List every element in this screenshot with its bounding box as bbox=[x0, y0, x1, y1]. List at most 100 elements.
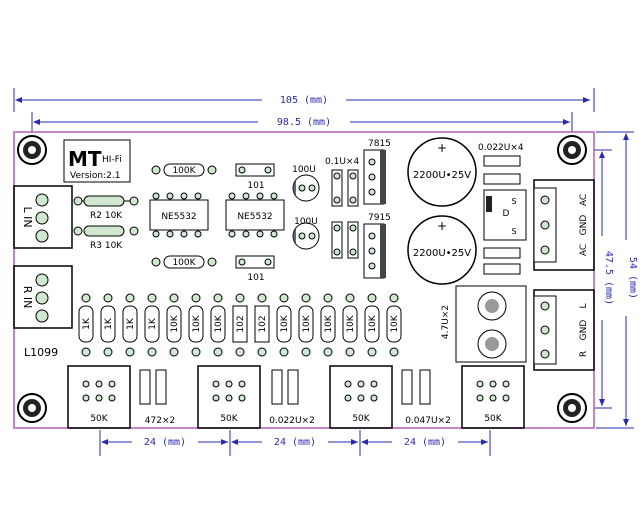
right-input-jack: R IN bbox=[13, 265, 73, 329]
resistor-label: 102 bbox=[236, 315, 246, 332]
resistor-label: 1K bbox=[148, 317, 158, 330]
svg-text:S: S bbox=[511, 227, 516, 236]
svg-text:S: S bbox=[511, 197, 516, 206]
resistor-label: 10K bbox=[324, 314, 334, 332]
svg-text:7815: 7815 bbox=[368, 139, 391, 149]
svg-text:2200U•25V: 2200U•25V bbox=[413, 248, 471, 259]
svg-text:0.022U×4: 0.022U×4 bbox=[478, 143, 524, 153]
svg-text:100K: 100K bbox=[172, 258, 196, 268]
capacitor-100u-top: 100U bbox=[292, 165, 320, 202]
capacitor-0-022u-pair: 0.022U×2 bbox=[269, 369, 315, 426]
resistor-100k-bottom: 100K bbox=[151, 255, 217, 269]
svg-text:472×2: 472×2 bbox=[145, 416, 175, 426]
resistor-4: 1K bbox=[144, 293, 160, 357]
left-input-label: L IN bbox=[21, 206, 34, 227]
svg-text:50K: 50K bbox=[220, 414, 238, 424]
svg-text:0.1U×4: 0.1U×4 bbox=[325, 157, 359, 167]
svg-text:100U: 100U bbox=[292, 165, 316, 175]
svg-text:R3 10K: R3 10K bbox=[90, 241, 123, 251]
dim-height-inner: 47.5 (mm) bbox=[603, 251, 614, 305]
logo-text: MT bbox=[68, 147, 102, 171]
resistor-r3: R3 10K bbox=[73, 225, 139, 251]
capacitor-100u-bottom: 100U bbox=[292, 217, 320, 250]
resistor-label: 10K bbox=[346, 314, 356, 332]
resistor-label: 1K bbox=[104, 317, 114, 330]
regulator-7815: 7815 bbox=[363, 139, 391, 205]
capacitor-101-bottom: 101 bbox=[235, 255, 275, 283]
svg-text:101: 101 bbox=[247, 181, 264, 191]
dim-width-outer: 105 (mm) bbox=[280, 95, 328, 106]
resistor-100k-top: 100K bbox=[151, 163, 217, 177]
svg-text:2200U•25V: 2200U•25V bbox=[413, 170, 471, 181]
resistor-15: 10K bbox=[386, 293, 402, 357]
resistor-label: 10K bbox=[214, 314, 224, 332]
capacitor-4-7u-pair: 4.7U×2 bbox=[441, 285, 527, 363]
svg-text:+: + bbox=[437, 219, 447, 233]
output-connector: R GND L bbox=[533, 289, 595, 371]
resistor-5: 10K bbox=[166, 293, 182, 357]
resistor-3: 1K bbox=[122, 293, 138, 357]
capacitor-0-022u-bank: 0.022U×4 bbox=[478, 143, 524, 275]
svg-text:50K: 50K bbox=[484, 414, 502, 424]
svg-text:+: + bbox=[437, 141, 447, 155]
svg-text:101: 101 bbox=[247, 273, 264, 283]
svg-text:D: D bbox=[503, 209, 510, 219]
svg-text:GND: GND bbox=[579, 320, 589, 341]
svg-text:100K: 100K bbox=[172, 166, 196, 176]
ic-ne5532-1: NE5532 bbox=[149, 192, 209, 238]
svg-text:NE5532: NE5532 bbox=[161, 212, 196, 222]
svg-text:4.7U×2: 4.7U×2 bbox=[441, 305, 451, 339]
resistor-label: 102 bbox=[258, 315, 268, 332]
svg-text:R: R bbox=[579, 351, 589, 357]
bridge-rectifier: D S S bbox=[483, 189, 527, 241]
resistor-12: 10K bbox=[320, 293, 336, 357]
resistor-label: 10K bbox=[280, 314, 290, 332]
resistor-label: 10K bbox=[192, 314, 202, 332]
right-input-label: R IN bbox=[21, 286, 34, 309]
capacitor-0-1u-bank: 0.1U×4 bbox=[325, 157, 359, 259]
resistor-label: 10K bbox=[170, 314, 180, 332]
potentiometer-3: 50K bbox=[329, 365, 393, 429]
capacitor-2200u-top: + 2200U•25V bbox=[407, 137, 477, 207]
resistor-label: 10K bbox=[368, 314, 378, 332]
potentiometer-4: 50K bbox=[461, 365, 525, 429]
resistor-row: 1K 1K 1K 1K 10K 10K 10K 102 102 10K 10K 10K 10K 10K 10… bbox=[78, 293, 402, 357]
svg-text:AC: AC bbox=[579, 244, 589, 256]
resistor-label: 10K bbox=[302, 314, 312, 332]
svg-text:GND: GND bbox=[579, 215, 589, 236]
resistor-10: 10K bbox=[276, 293, 292, 357]
svg-text:NE5532: NE5532 bbox=[237, 212, 272, 222]
resistor-11: 10K bbox=[298, 293, 314, 357]
logo-subtitle: HI-Fi bbox=[102, 155, 122, 165]
dim-height-outer: 54 (mm) bbox=[627, 257, 638, 299]
dim-spacing-3: 24 (mm) bbox=[404, 437, 446, 448]
dim-spacing-2: 24 (mm) bbox=[274, 437, 316, 448]
svg-text:AC: AC bbox=[579, 194, 589, 206]
resistor-label: 1K bbox=[126, 317, 136, 330]
capacitor-472-pair: 472×2 bbox=[139, 369, 175, 426]
resistor-14: 10K bbox=[364, 293, 380, 357]
ic-ne5532-2: NE5532 bbox=[225, 192, 285, 238]
logo-version: Version:2.1 bbox=[70, 171, 120, 181]
resistor-6: 10K bbox=[188, 293, 204, 357]
resistor-label: 1K bbox=[82, 317, 92, 330]
resistor-2: 1K bbox=[100, 293, 116, 357]
potentiometer-1: 50K bbox=[67, 365, 131, 429]
svg-text:0.047U×2: 0.047U×2 bbox=[405, 416, 451, 426]
svg-text:R2 10K: R2 10K bbox=[90, 211, 123, 221]
resistor-label: 10K bbox=[390, 314, 400, 332]
capacitor-2200u-bottom: + 2200U•25V bbox=[407, 215, 477, 285]
svg-text:L: L bbox=[579, 303, 589, 308]
svg-text:100U: 100U bbox=[294, 217, 318, 227]
dim-spacing-1: 24 (mm) bbox=[144, 437, 186, 448]
regulator-7915: 7915 bbox=[363, 213, 391, 279]
dim-width-inner: 98.5 (mm) bbox=[277, 117, 331, 128]
capacitor-101-top: 101 bbox=[235, 163, 275, 191]
capacitor-0-047u-pair: 0.047U×2 bbox=[401, 369, 451, 426]
ac-power-connector: AC GND AC bbox=[533, 179, 595, 271]
svg-text:50K: 50K bbox=[90, 414, 108, 424]
board-id-label: L1099 bbox=[24, 346, 58, 359]
resistor-r2: R2 10K bbox=[73, 195, 139, 221]
svg-text:7915: 7915 bbox=[368, 213, 391, 223]
